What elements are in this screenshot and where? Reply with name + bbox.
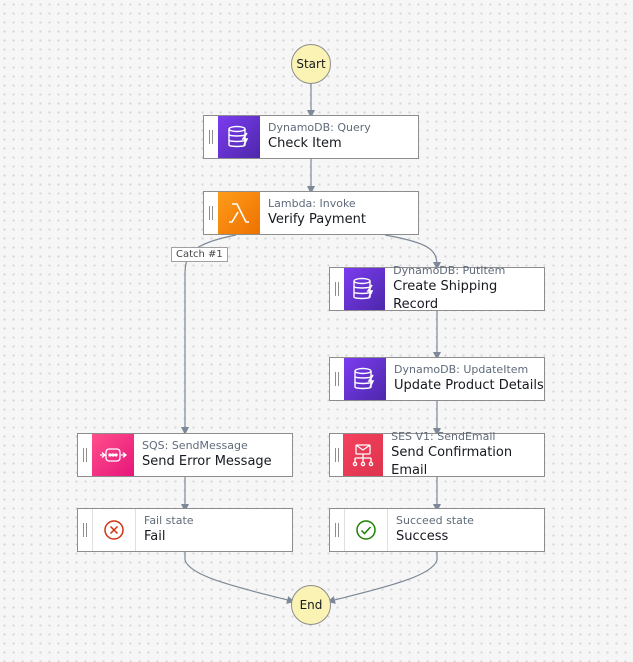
dynamodb-icon [344, 358, 386, 400]
drag-handle[interactable] [330, 268, 344, 310]
state-type: SES V1: SendEmail [391, 430, 496, 443]
drag-handle[interactable] [78, 509, 92, 551]
state-fail[interactable]: Fail state Fail [77, 508, 293, 552]
state-create-shipping-record[interactable]: DynamoDB: PutItem Create Shipping Record [329, 264, 545, 312]
edge-success-end [327, 552, 438, 604]
state-type: DynamoDB: Query [268, 121, 371, 134]
drag-handle[interactable] [330, 434, 343, 476]
sqs-icon [92, 434, 134, 476]
catch-label: Catch #1 [171, 247, 228, 262]
drag-handle[interactable] [204, 116, 218, 158]
state-success[interactable]: Succeed state Success [329, 508, 545, 552]
lambda-icon [218, 192, 260, 234]
state-type: DynamoDB: UpdateItem [394, 363, 529, 376]
drag-handle[interactable] [204, 192, 218, 234]
state-label: Update Product Details [394, 378, 544, 393]
edge-verify-payment-create-shipping [384, 234, 441, 270]
state-label: Success [396, 529, 449, 544]
drag-handle[interactable] [330, 509, 344, 551]
state-update-product-details[interactable]: DynamoDB: UpdateItem Update Product Deta… [329, 357, 545, 401]
drag-handle[interactable] [330, 358, 344, 400]
state-label: Verify Payment [268, 212, 366, 227]
state-type: SQS: SendMessage [142, 439, 248, 452]
state-type: Lambda: Invoke [268, 197, 356, 210]
state-verify-payment[interactable]: Lambda: Invoke Verify Payment [203, 191, 419, 235]
state-type: Fail state [144, 514, 194, 527]
end-node[interactable]: End [291, 585, 331, 625]
state-label: Check Item [268, 136, 342, 151]
start-node[interactable]: Start [291, 44, 331, 84]
success-icon [344, 509, 388, 551]
state-send-confirmation-email[interactable]: SES V1: SendEmail Send Confirmation Emai… [329, 430, 545, 478]
state-label: Send Confirmation Email [391, 445, 513, 478]
ses-icon [343, 434, 384, 476]
state-label: Fail [144, 529, 166, 544]
state-label: Send Error Message [142, 454, 272, 469]
end-label: End [299, 598, 323, 612]
edge-fail-end [184, 552, 295, 604]
drag-handle[interactable] [78, 434, 92, 476]
state-label: Create Shipping Record [393, 279, 498, 312]
state-type: DynamoDB: PutItem [393, 264, 506, 277]
state-check-item[interactable]: DynamoDB: Query Check Item [203, 115, 419, 159]
state-send-error-message[interactable]: SQS: SendMessage Send Error Message [77, 433, 293, 477]
dynamodb-icon [343, 268, 386, 310]
state-type: Succeed state [396, 514, 474, 527]
fail-icon [92, 509, 136, 551]
dynamodb-icon [218, 116, 260, 158]
edge-verify-payment-catch-error [181, 234, 237, 435]
start-label: Start [296, 57, 326, 71]
